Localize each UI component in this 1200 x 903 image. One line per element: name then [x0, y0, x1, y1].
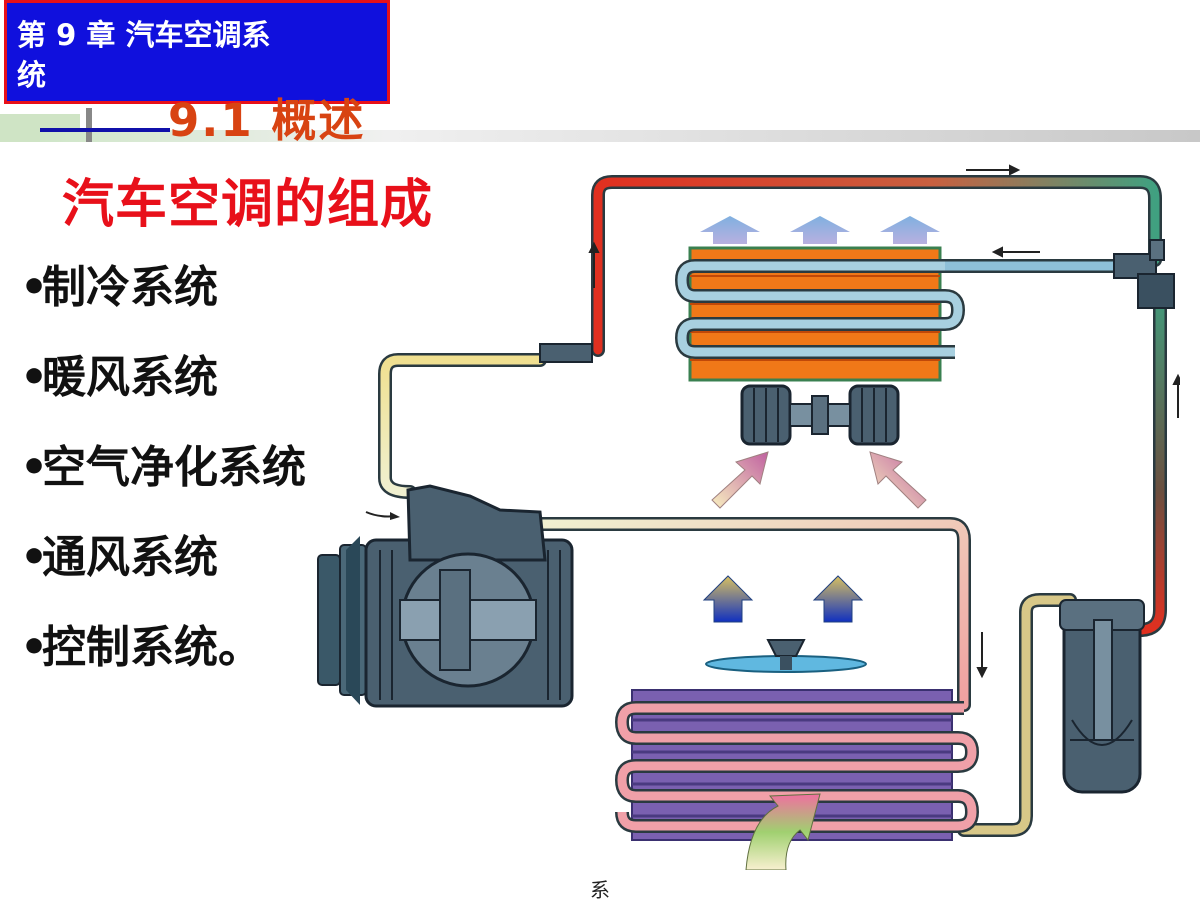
cool-air-arrows	[700, 216, 940, 244]
chapter-title-line2: 统	[17, 58, 47, 92]
list-item-label: 暖风系统	[42, 352, 218, 403]
bullet-dot: •	[20, 262, 49, 313]
compressor	[317, 484, 574, 708]
footer-text: 系	[590, 878, 610, 902]
bullet-dot: •	[20, 532, 49, 583]
component-list: •制冷系统 •暖风系统 •空气净化系统 •通风系统 •控制系统。	[20, 256, 306, 706]
bullet-dot: •	[20, 352, 49, 403]
expansion-valve	[539, 343, 593, 363]
condenser-fan	[705, 639, 867, 673]
warm-air-arrows	[702, 575, 864, 623]
section-title: 9.1 概述	[168, 94, 366, 147]
list-item-label: 空气净化系统	[42, 442, 306, 493]
evaporator	[674, 246, 966, 382]
list-item: •空气净化系统	[20, 436, 306, 526]
blower-fan	[740, 384, 900, 446]
decorative-title-bar	[0, 108, 1200, 142]
air-inlet-arrow	[745, 793, 821, 870]
main-heading: 汽车空调的组成	[62, 175, 434, 235]
air-intake-arrows	[711, 451, 927, 509]
list-item: •制冷系统	[20, 256, 306, 346]
refrigerant-pipes	[378, 175, 1167, 837]
flow-direction-arrows	[588, 164, 1180, 679]
ac-system-diagram	[317, 164, 1180, 870]
thermal-expansion-valve	[1113, 239, 1175, 309]
bullet-dot: •	[20, 622, 49, 673]
list-item: •控制系统。	[20, 616, 306, 706]
chapter-title-box: 第 9 章 汽车空调系 统	[4, 0, 390, 104]
list-item-label: 通风系统	[42, 532, 218, 583]
list-item: •暖风系统	[20, 346, 306, 436]
condenser	[614, 689, 980, 841]
list-item-label: 控制系统。	[42, 622, 262, 673]
list-item-label: 制冷系统	[42, 262, 218, 313]
chapter-title-line1: 第 9 章 汽车空调系	[17, 18, 271, 52]
bullet-dot: •	[20, 442, 49, 493]
list-item: •通风系统	[20, 526, 306, 616]
receiver-dryer	[1059, 599, 1145, 794]
